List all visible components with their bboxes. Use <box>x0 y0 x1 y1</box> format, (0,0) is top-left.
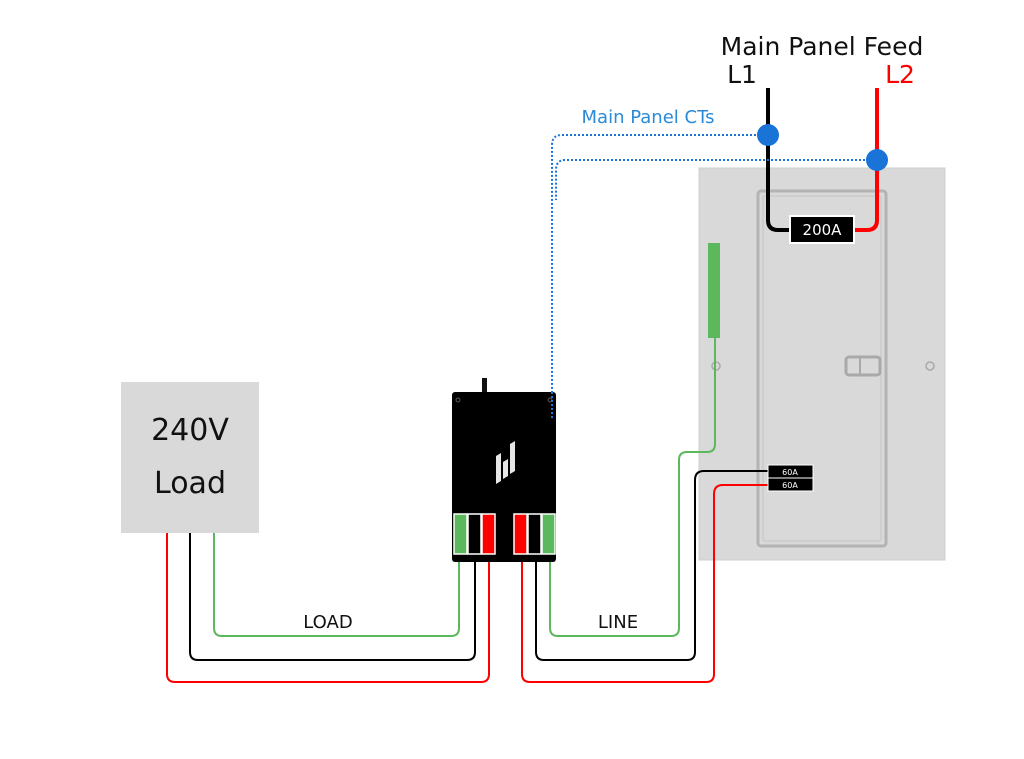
branch-breaker-1-label: 60A <box>782 468 798 477</box>
panel-door <box>756 189 888 548</box>
ct-sensor-l2 <box>866 149 888 171</box>
load-box-label: Load <box>154 466 226 501</box>
device-screw-tl <box>455 397 461 403</box>
load-wire-l1 <box>189 533 476 661</box>
line-wire-l1 <box>535 470 770 661</box>
device-logo-icon <box>496 441 515 484</box>
ct-sensor-l1 <box>757 124 779 146</box>
device-antenna <box>482 378 487 393</box>
line-wire-l2 <box>521 484 770 683</box>
feed-wire-l1 <box>766 88 792 232</box>
branch-breaker-2 <box>767 477 814 492</box>
line-wires-label: LINE <box>598 612 638 633</box>
line-wire-neutral <box>549 338 716 637</box>
feed-l1-label: L1 <box>727 60 757 89</box>
ct-lead-l2 <box>555 159 877 200</box>
line-terminals <box>513 513 556 555</box>
load-terminals <box>453 513 496 555</box>
panel-screw-right <box>925 361 935 371</box>
load-wire-neutral <box>213 533 460 637</box>
load-box-voltage: 240V <box>151 413 229 448</box>
branch-breaker-2-label: 60A <box>782 481 798 490</box>
panel-latch <box>844 355 882 377</box>
feed-wire-l2 <box>852 88 879 232</box>
load-wire-l2 <box>166 533 490 683</box>
load-wires-label: LOAD <box>303 612 352 633</box>
feed-l2-label: L2 <box>885 60 915 89</box>
load-box <box>121 382 259 533</box>
cts-label: Main Panel CTs <box>582 107 715 128</box>
neutral-bus-bar <box>708 243 720 338</box>
main-breaker <box>789 215 855 244</box>
main-breaker-label: 200A <box>803 221 843 239</box>
feed-title: Main Panel Feed <box>721 32 924 61</box>
